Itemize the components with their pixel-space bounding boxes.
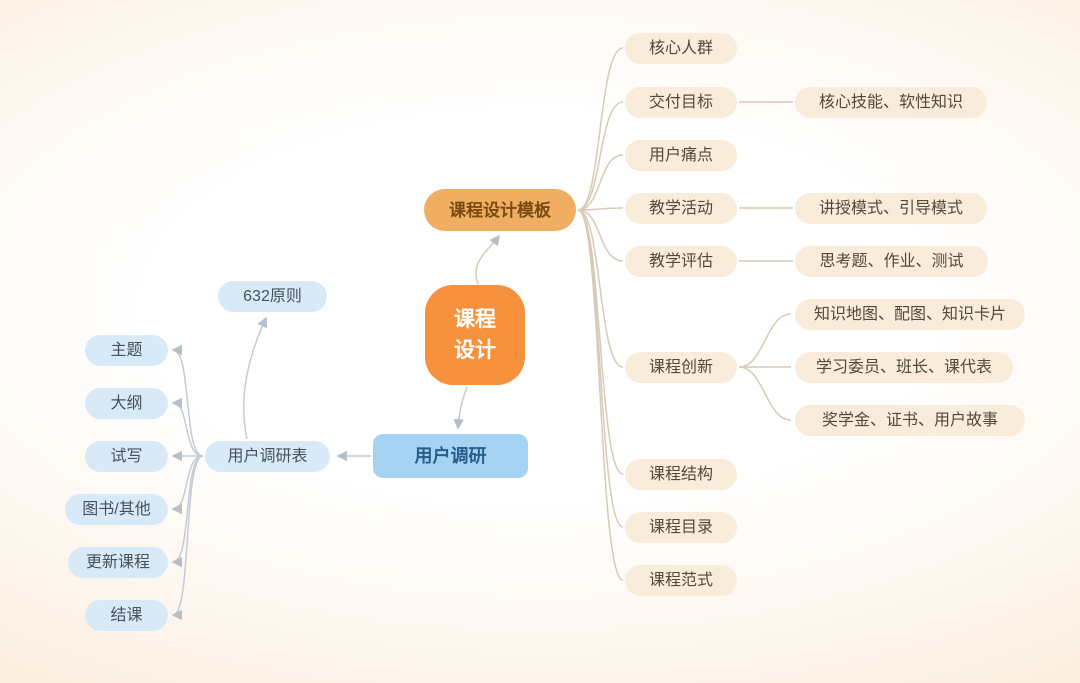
edge-root-template xyxy=(475,234,500,285)
node-class-roles-detail[interactable]: 学习委员、班长、课代表 xyxy=(795,352,1013,383)
node-rewards-detail[interactable]: 奖学金、证书、用户故事 xyxy=(795,405,1025,436)
edge-form-end xyxy=(171,455,204,621)
edge-template-delivery-goals xyxy=(577,101,624,211)
node-user-painpoints[interactable]: 用户痛点 xyxy=(625,140,737,171)
edge-template-evaluation xyxy=(577,209,624,262)
node-delivery-goals[interactable]: 交付目标 xyxy=(625,87,737,118)
node-outline[interactable]: 大纲 xyxy=(85,388,168,419)
edge-form-topic xyxy=(171,344,204,457)
node-course-innovation[interactable]: 课程创新 xyxy=(625,352,737,383)
edge-form-books xyxy=(171,455,204,515)
edge-template-paradigm xyxy=(577,209,624,581)
node-teaching-modes-detail[interactable]: 讲授模式、引导模式 xyxy=(795,193,987,224)
edge-template-core-users xyxy=(577,47,624,211)
node-632-principle[interactable]: 632原则 xyxy=(218,281,327,312)
edge-form-update xyxy=(171,455,204,568)
node-update-course[interactable]: 更新课程 xyxy=(68,547,168,578)
node-skills-detail[interactable]: 核心技能、软性知识 xyxy=(795,87,987,118)
edge-template-painpoints xyxy=(577,154,624,211)
node-topic[interactable]: 主题 xyxy=(85,335,168,366)
edge-form-principle xyxy=(243,316,267,440)
node-teaching-evaluation[interactable]: 教学评估 xyxy=(625,246,737,277)
node-assessment-detail[interactable]: 思考题、作业、测试 xyxy=(795,246,988,277)
edge-template-innovation xyxy=(577,209,624,368)
node-course-template-branch[interactable]: 课程设计模板 xyxy=(424,189,576,231)
edge-innovation-map-detail xyxy=(738,313,792,368)
node-teaching-activities[interactable]: 教学活动 xyxy=(625,193,737,224)
node-knowledge-map-detail[interactable]: 知识地图、配图、知识卡片 xyxy=(795,299,1025,330)
edge-template-catalog xyxy=(577,209,624,528)
node-course-design-root[interactable]: 课程 设计 xyxy=(425,285,525,385)
node-trial-writing[interactable]: 试写 xyxy=(85,441,168,472)
edge-root-research xyxy=(453,386,468,430)
node-research-form[interactable]: 用户调研表 xyxy=(205,441,330,472)
edge-form-outline xyxy=(171,397,204,457)
node-user-research-branch[interactable]: 用户调研 xyxy=(373,434,528,478)
node-course-structure[interactable]: 课程结构 xyxy=(625,459,737,490)
node-course-paradigm[interactable]: 课程范式 xyxy=(625,565,737,596)
node-core-users[interactable]: 核心人群 xyxy=(625,33,737,64)
edge-template-structure xyxy=(577,209,624,475)
edge-template-activities xyxy=(577,207,624,211)
node-books-other[interactable]: 图书/其他 xyxy=(65,494,168,525)
node-course-end[interactable]: 结课 xyxy=(85,600,168,631)
edge-innovation-rewards-detail xyxy=(738,366,792,421)
node-course-catalog[interactable]: 课程目录 xyxy=(625,512,737,543)
